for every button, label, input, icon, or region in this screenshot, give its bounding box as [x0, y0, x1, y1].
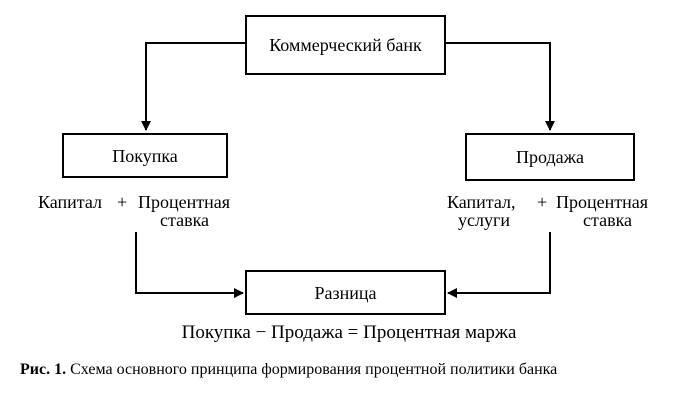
- sale-box: Продажа: [465, 133, 635, 181]
- figure-caption: Рис. 1. Схема основного принципа формиро…: [20, 361, 557, 379]
- difference-box: Разница: [245, 270, 446, 315]
- figure-number: Рис. 1.: [20, 361, 67, 378]
- right-plus-sign: +: [537, 192, 548, 212]
- right-rate-label-line2: ставка: [583, 210, 633, 230]
- difference-label: Разница: [314, 282, 377, 303]
- right-capital-label: Капитал,: [447, 192, 516, 212]
- figure-caption-text: Схема основного принципа формирования пр…: [70, 361, 558, 378]
- commercial-bank-box: Коммерческий банк: [245, 15, 446, 75]
- arrow-buy-to-difference: [135, 232, 244, 298]
- interest-margin-equation: Покупка − Продажа = Процентная маржа: [181, 322, 517, 343]
- left-plus-sign: +: [117, 192, 128, 212]
- right-services-label: услуги: [458, 210, 510, 230]
- left-rate-label-line2: ставка: [160, 210, 210, 230]
- purchase-label: Покупка: [112, 145, 178, 166]
- left-rate-label: Процентная: [138, 192, 231, 212]
- right-rate-label: Процентная: [556, 192, 649, 212]
- arrow-sell-to-difference: [447, 232, 551, 298]
- commercial-bank-label: Коммерческий банк: [269, 35, 422, 55]
- arrow-bank-to-buy: [141, 42, 246, 131]
- purchase-box: Покупка: [62, 133, 228, 178]
- left-capital-label: Капитал: [38, 192, 103, 212]
- sale-label: Продажа: [515, 147, 585, 167]
- arrow-bank-to-sell: [445, 42, 555, 131]
